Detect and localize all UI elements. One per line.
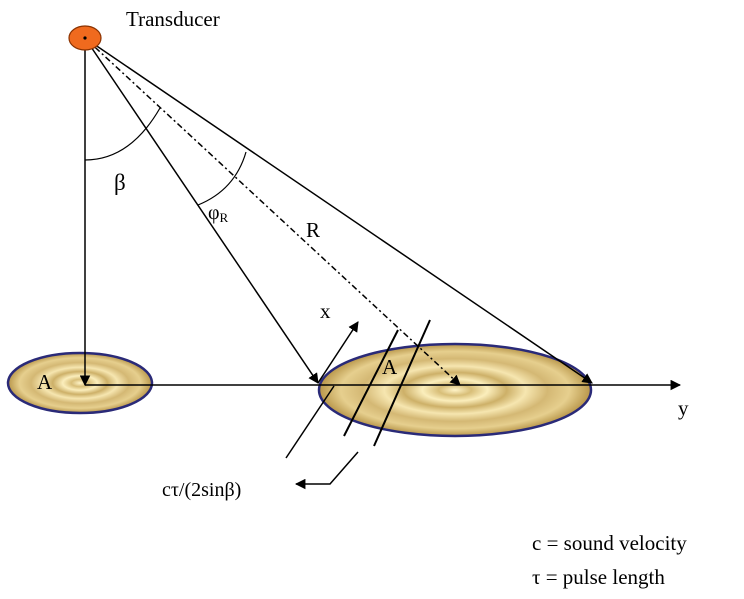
beta-label: β [114, 170, 126, 195]
legend-pulse-length: τ = pulse length [532, 565, 665, 589]
transducer-label: Transducer [126, 7, 220, 31]
x-axis-label: x [320, 299, 331, 323]
area-right-label: A [382, 355, 398, 379]
far-beam [84, 37, 593, 384]
phi-angle-arc [197, 151, 247, 206]
formula-callout-arrow [294, 451, 359, 490]
pulse-boundary-line-1 [285, 385, 335, 459]
pulse-boundary-line-3 [373, 319, 431, 447]
pulse-boundary-line-2 [343, 329, 399, 437]
area-left-label: A [37, 370, 53, 394]
phi-label: φR [208, 202, 229, 225]
legend-sound-velocity: c = sound velocity [532, 531, 687, 555]
range-label: R [306, 218, 320, 242]
y-axis-label: y [678, 396, 689, 420]
x-axis-line [317, 321, 359, 384]
phi-subscript: R [220, 210, 229, 225]
oblique-beam [84, 37, 319, 384]
beta-angle-arc [84, 107, 161, 161]
range-dashed-beam [84, 37, 461, 386]
footprint-formula-label: cτ/(2sinβ) [162, 479, 241, 501]
footprint-left-ellipse [6, 351, 154, 415]
footprint-right-ellipse [317, 342, 593, 438]
